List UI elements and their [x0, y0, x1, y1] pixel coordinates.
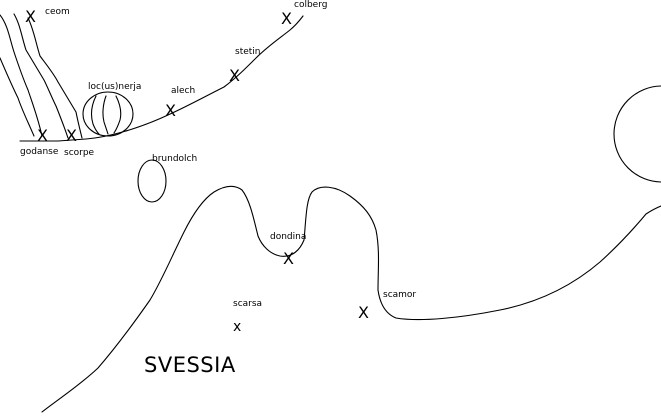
north-coastline: [19, 15, 304, 142]
river-4: [0, 57, 35, 137]
island-brundolch: [137, 159, 167, 203]
ceom-label: ceom: [45, 7, 70, 17]
scorpe-marker: X: [66, 126, 77, 145]
colberg-marker: X: [281, 9, 292, 28]
stetin-label: stetin: [235, 47, 261, 57]
godanse-marker: X: [37, 126, 48, 145]
river-2: [13, 13, 69, 139]
alech-label: alech: [171, 86, 196, 96]
scamor-marker: X: [358, 303, 369, 322]
right-circle: [613, 85, 661, 183]
river-1: [0, 14, 43, 137]
island-label: brundolch: [152, 154, 198, 164]
dondina-marker: X: [283, 249, 294, 268]
scarsa-label: scarsa: [233, 299, 263, 309]
dondina-label: dondina: [270, 232, 307, 242]
river-3: [27, 17, 83, 139]
scorpe-label: scorpe: [64, 148, 95, 158]
south-coastline: [41, 185, 661, 413]
scamor-label: scamor: [383, 290, 417, 300]
scarsa-marker: x: [233, 319, 242, 335]
alech-marker: X: [165, 101, 176, 120]
lake-nerja: [82, 91, 134, 137]
lake-label: loc(us)nerja: [88, 82, 142, 92]
ceom-marker: X: [25, 7, 36, 26]
godanse-label: godanse: [20, 147, 59, 157]
colberg-label: colberg: [294, 0, 328, 10]
stetin-marker: X: [229, 66, 240, 85]
region-label: SVESSIA: [144, 353, 236, 377]
